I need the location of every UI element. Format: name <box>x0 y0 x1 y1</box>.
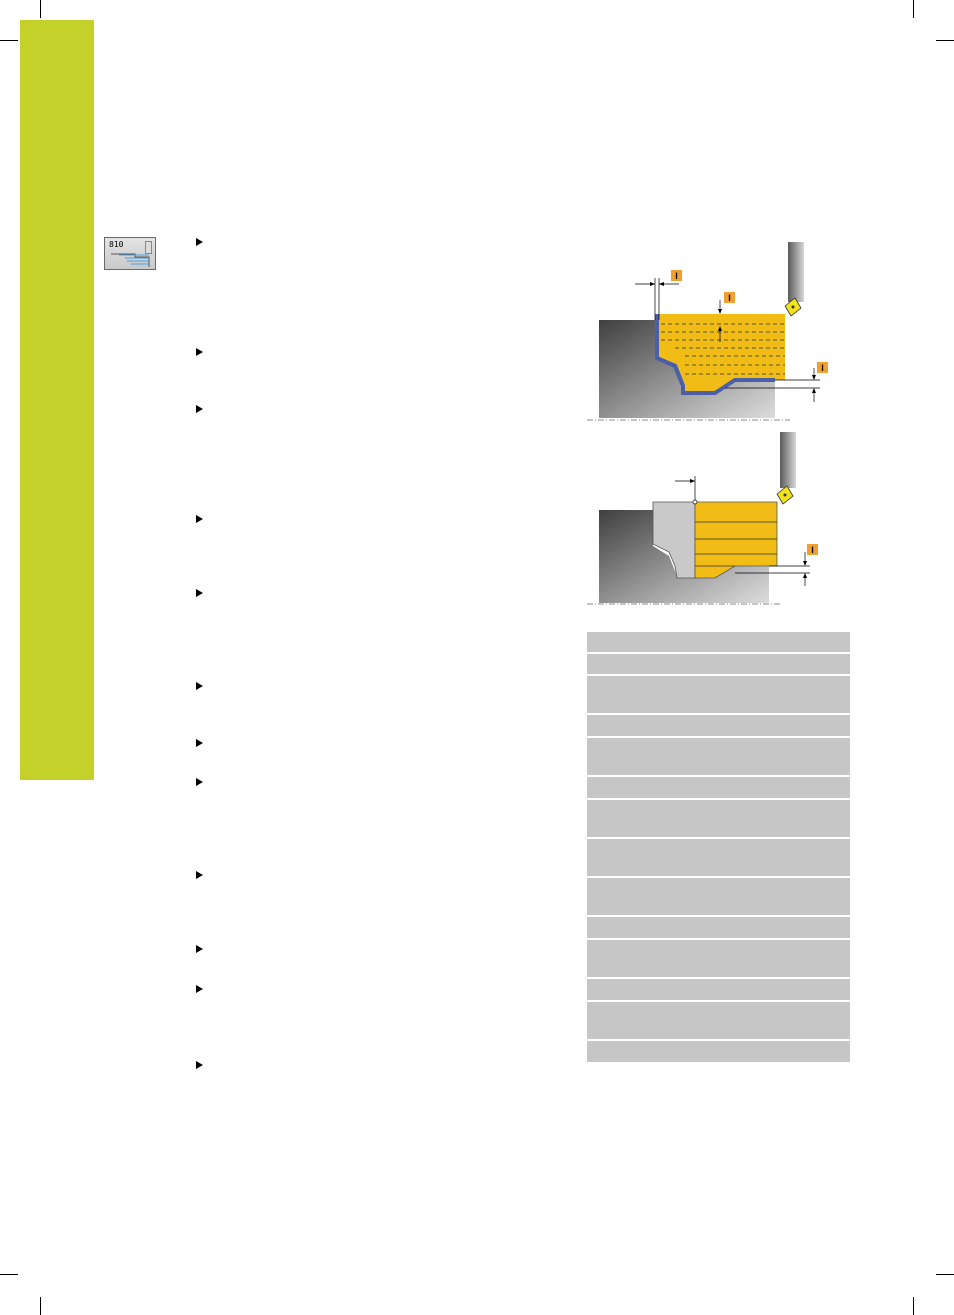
bullet-arrow-icon <box>196 238 203 246</box>
turning-contour-icon <box>111 253 150 267</box>
svg-text:I: I <box>728 293 731 303</box>
table-row <box>587 777 850 798</box>
table-row <box>587 979 850 1000</box>
bullet-arrow-icon <box>196 739 203 747</box>
table-row <box>587 1002 850 1039</box>
crop-mark <box>40 1297 41 1315</box>
table-row <box>587 654 850 674</box>
table-row <box>587 676 850 713</box>
contour-allowance <box>655 314 775 395</box>
material-area <box>657 314 785 393</box>
parameter-marker <box>817 362 828 373</box>
crop-mark <box>936 40 954 41</box>
svg-text:I: I <box>811 545 814 555</box>
table-row <box>587 940 850 977</box>
scroll-indicator-icon <box>145 241 152 254</box>
table-row <box>587 800 850 837</box>
crop-mark <box>913 0 914 18</box>
cycle-810-softkey-icon: 810 <box>104 237 156 270</box>
crop-mark <box>936 1274 954 1275</box>
bullet-arrow-icon <box>196 405 203 413</box>
crop-mark <box>0 40 18 41</box>
chapter-sidebar <box>20 20 94 780</box>
parameter-marker <box>807 544 818 555</box>
bullet-arrow-icon <box>196 778 203 786</box>
cycle-number: 810 <box>109 240 124 249</box>
workpiece-body <box>599 320 775 418</box>
table-row <box>587 1041 850 1062</box>
table-row <box>587 839 850 876</box>
bullet-arrow-icon <box>196 945 203 953</box>
crop-mark <box>0 1274 18 1275</box>
parameter-table <box>587 632 850 1062</box>
tool-holder <box>788 242 804 302</box>
table-row <box>587 878 850 915</box>
bullet-arrow-icon <box>196 871 203 879</box>
table-row <box>587 715 850 736</box>
table-row <box>587 632 850 652</box>
contour-diagram: I <box>587 432 818 605</box>
bullet-arrow-icon <box>196 348 203 356</box>
table-row <box>587 917 850 938</box>
svg-text:I: I <box>675 271 678 281</box>
bullet-arrow-icon <box>196 589 203 597</box>
parameter-marker <box>671 270 682 281</box>
workpiece-body <box>599 510 769 603</box>
parameter-marker <box>724 292 735 303</box>
table-row <box>587 738 850 775</box>
bullet-arrow-icon <box>196 985 203 993</box>
tool-holder <box>780 432 796 488</box>
roughing-diagram: I I I <box>587 242 828 421</box>
bullet-arrow-icon <box>196 1061 203 1069</box>
svg-text:I: I <box>821 363 824 373</box>
crop-mark <box>40 0 41 18</box>
crop-mark <box>913 1297 914 1315</box>
bullet-arrow-icon <box>196 515 203 523</box>
bullet-arrow-icon <box>196 682 203 690</box>
